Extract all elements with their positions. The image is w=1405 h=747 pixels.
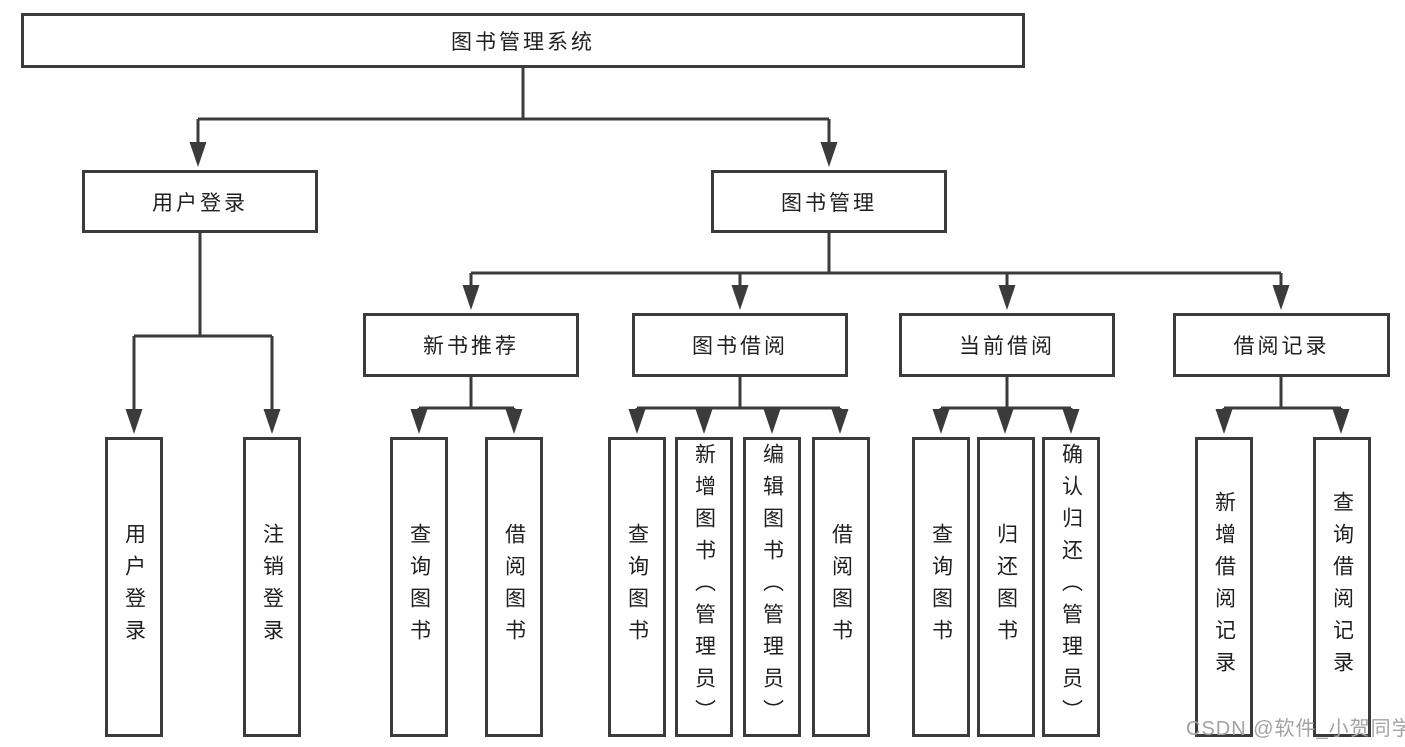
connector-root-to-level2: [189, 66, 838, 167]
leaf-label: 归还图书: [994, 523, 1018, 651]
leaf-current-return-book: 归还图书: [977, 437, 1035, 737]
node-book-borrow: 图书借阅: [632, 313, 848, 377]
node-label: 新书推荐: [423, 335, 519, 358]
leaf-label: 借阅图书: [829, 523, 853, 651]
leaf-label: 用户登录: [122, 523, 146, 651]
leaf-label: 注销登录: [260, 523, 284, 651]
node-label: 图书管理系统: [451, 30, 595, 54]
leaf-label: 查询图书: [929, 523, 953, 651]
leaf-label: 查询借阅记录: [1330, 491, 1354, 683]
leaf-label: 编辑图书（管理员）: [760, 443, 784, 731]
leaf-borrow-borrow-book: 借阅图书: [812, 437, 870, 737]
node-label: 图书借阅: [692, 335, 788, 358]
leaf-label: 确认归还（管理员）: [1059, 443, 1083, 731]
node-book-management: 图书管理: [711, 170, 947, 233]
leaf-label: 查询图书: [625, 523, 649, 651]
leaf-current-confirm-return-admin: 确认归还（管理员）: [1042, 437, 1100, 737]
connector-current-borrow-children: [932, 377, 1080, 434]
node-borrow-record: 借阅记录: [1173, 313, 1390, 377]
leaf-newbook-query-book: 查询图书: [390, 437, 448, 737]
csdn-watermark: CSDN @软件_小贺同学: [1186, 718, 1405, 740]
node-library-management-system: 图书管理系统: [21, 13, 1025, 68]
leaf-newbook-borrow-book: 借阅图书: [485, 437, 543, 737]
leaf-borrow-query-book: 查询图书: [608, 437, 666, 737]
connector-new-book-children: [410, 377, 523, 434]
leaf-borrow-add-book-admin: 新增图书（管理员）: [675, 437, 733, 737]
leaf-current-query-book: 查询图书: [912, 437, 970, 737]
leaf-borrow-edit-book-admin: 编辑图书（管理员）: [743, 437, 801, 737]
leaf-label: 借阅图书: [502, 523, 526, 651]
node-label: 用户登录: [152, 191, 248, 215]
connector-book-management-children: [462, 233, 1290, 310]
node-label: 图书管理: [781, 191, 877, 215]
node-label: 当前借阅: [959, 335, 1055, 358]
node-new-book-recommend: 新书推荐: [363, 313, 579, 377]
node-current-borrow: 当前借阅: [899, 313, 1115, 377]
leaf-label: 新增图书（管理员）: [692, 443, 716, 731]
connector-borrow-record-children: [1215, 377, 1350, 434]
leaf-record-query: 查询借阅记录: [1313, 437, 1371, 737]
leaf-label: 新增借阅记录: [1212, 491, 1236, 683]
node-label: 借阅记录: [1233, 335, 1330, 358]
node-user-login: 用户登录: [82, 170, 318, 233]
leaf-record-add: 新增借阅记录: [1195, 437, 1253, 737]
connector-book-borrow-children: [628, 377, 849, 434]
connector-user-login-children: [125, 233, 281, 434]
leaf-label: 查询图书: [407, 523, 431, 651]
leaf-logout: 注销登录: [243, 437, 301, 737]
leaf-user-login: 用户登录: [105, 437, 163, 737]
